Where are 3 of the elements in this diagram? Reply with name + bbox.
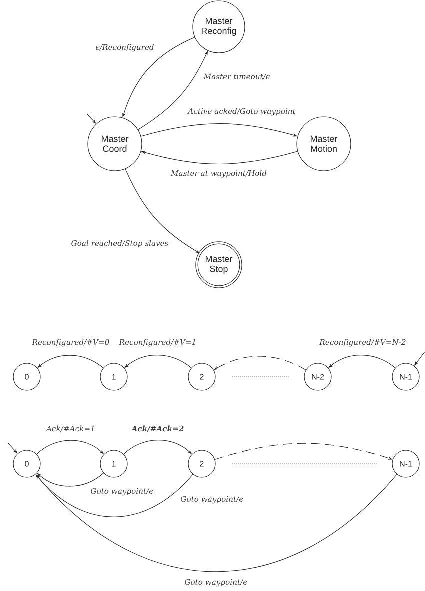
arrow bbox=[328, 355, 396, 368]
arrow bbox=[124, 355, 192, 368]
arrow bbox=[38, 355, 104, 368]
